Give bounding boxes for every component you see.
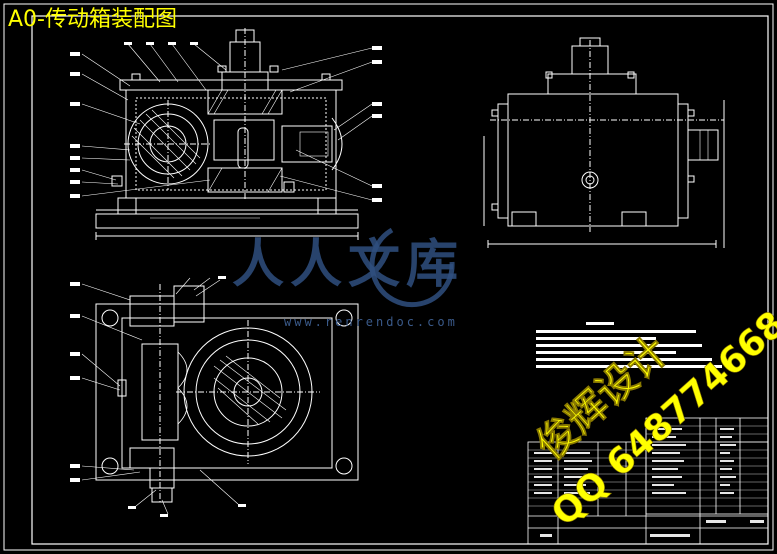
circle-logo-icon	[369, 227, 455, 308]
parts-list-cell-marks	[534, 428, 764, 537]
drawing-frame	[3, 3, 774, 551]
watermark: 人人文库 www.renrendoc.com	[232, 227, 464, 329]
watermark-brand-text: 人人文库	[232, 235, 464, 295]
technical-requirements-block	[536, 322, 722, 368]
side-elevation-view	[483, 37, 725, 248]
front-view-leader-tags	[70, 42, 382, 202]
watermark-url-text: www.renrendoc.com	[284, 315, 458, 329]
front-section-view	[95, 28, 359, 240]
plan-view-leaders	[81, 277, 239, 515]
plan-view-leader-tags	[70, 276, 246, 517]
front-view-leaders	[81, 43, 373, 201]
drawing-title: A0-传动箱装配图	[8, 7, 177, 32]
parts-list-rows	[528, 425, 768, 507]
plan-section-view	[95, 284, 359, 504]
